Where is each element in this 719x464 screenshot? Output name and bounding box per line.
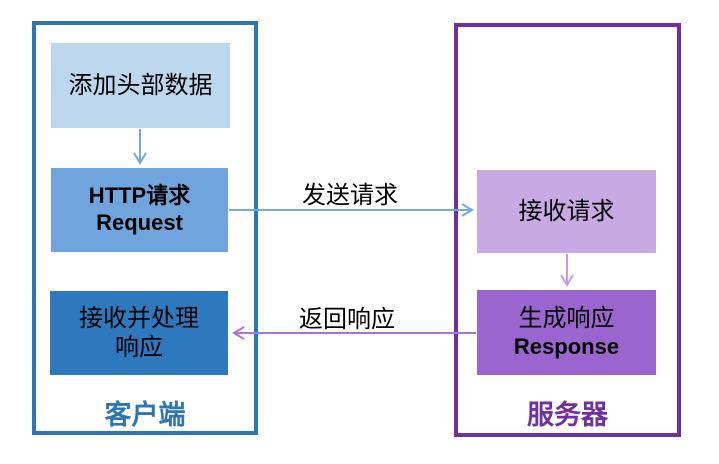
receive-request-box: 接收请求 <box>477 170 656 253</box>
receive-process-label-line2: 响应 <box>115 334 163 361</box>
send-request-flow-label: 发送请求 <box>302 182 398 209</box>
add-header-data-box: 添加头部数据 <box>51 43 230 128</box>
http-request-box: HTTP请求 Request <box>51 168 228 252</box>
server-frame <box>454 23 681 437</box>
client-zone-label: 客户端 <box>104 400 186 430</box>
client-frame <box>32 21 258 435</box>
receive-process-response-box: 接收并处理 响应 <box>50 291 228 375</box>
http-request-label-line2: Request <box>96 210 183 235</box>
server-zone-label: 服务器 <box>527 400 608 430</box>
receive-request-label: 接收请求 <box>518 197 615 225</box>
generate-response-box: 生成响应 Response <box>477 290 656 375</box>
generate-response-label-line1: 生成响应 <box>518 305 615 333</box>
generate-response-label-line2: Response <box>513 333 620 359</box>
receive-process-label-line1: 接收并处理 <box>79 304 199 332</box>
return-response-flow-label: 返回响应 <box>299 306 395 333</box>
http-request-label-line1: HTTP请求 <box>88 183 191 209</box>
add-header-data-label: 添加头部数据 <box>68 71 213 99</box>
